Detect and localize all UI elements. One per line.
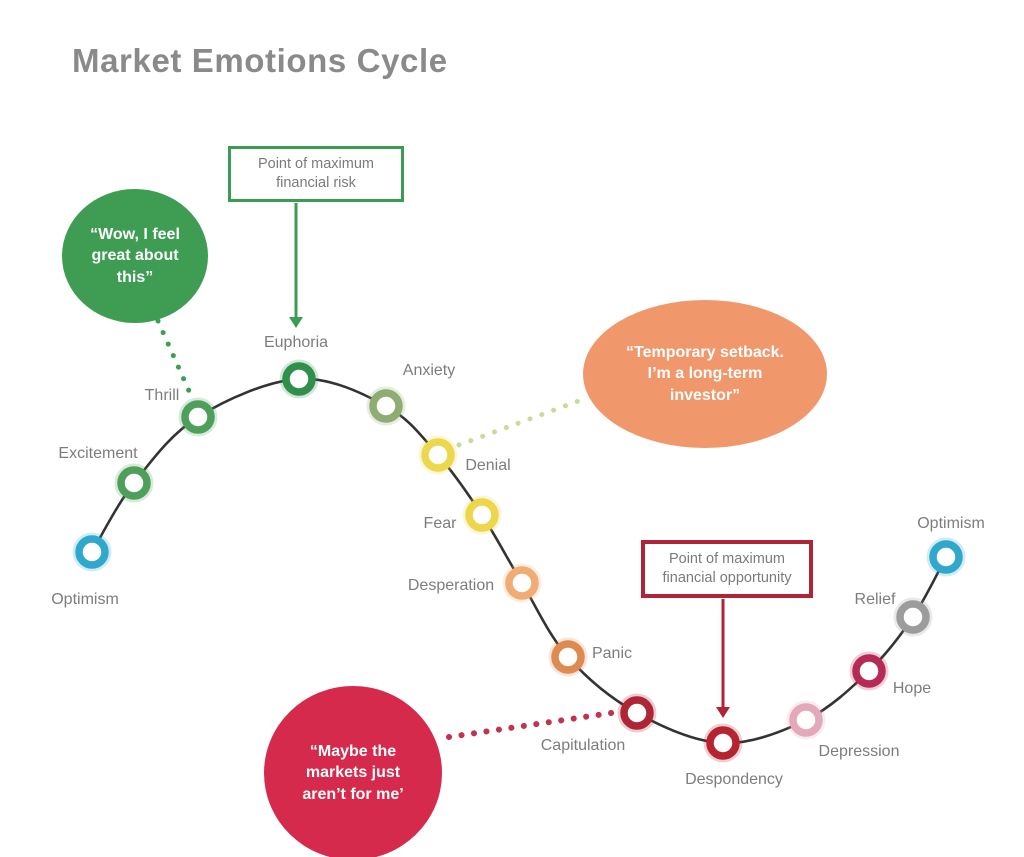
node-depression-marker (789, 703, 823, 737)
node-desperation-marker (505, 566, 539, 600)
bubble-text-line: “Wow, I feel (90, 225, 180, 243)
node-label-hope: Hope (893, 680, 931, 697)
bubble-text-line: great about (91, 247, 179, 265)
callout-text-line: Point of maximum (257, 155, 375, 172)
bubble-text-line: markets just (305, 764, 401, 782)
node-relief-marker (896, 600, 930, 634)
speech-bubble-markets-not-for-me: “Maybe the markets just aren’t for me’ (264, 686, 442, 857)
node-label-optimism: Optimism (51, 591, 119, 608)
callout-text-line: financial risk (276, 175, 356, 191)
node-hope-marker (852, 654, 886, 688)
node-label-relief: Relief (855, 591, 896, 608)
node-label-fear: Fear (424, 515, 458, 532)
node-label-panic: Panic (592, 645, 632, 662)
callout-text-line: Point of maximum (668, 550, 786, 567)
dotted-link-denial-node-to-temporary-setback-bubble (456, 396, 587, 448)
callout-max-financial-opportunity: Point of maximum financial opportunity (641, 540, 813, 598)
bubble-text-line: “Maybe the (309, 742, 397, 760)
page-title: Market Emotions Cycle (72, 42, 448, 79)
bubble-text-line: this” (116, 268, 154, 286)
node-denial-marker (421, 438, 455, 472)
node-label-euphoria: Euphoria (264, 334, 328, 351)
max-risk-arrowhead-icon (289, 317, 303, 328)
bubble-text-line: I’m a long-term (647, 365, 763, 383)
node-label-excitement: Excitement (58, 445, 138, 462)
max-opportunity-arrowhead-icon (716, 707, 730, 718)
node-optimism-marker (75, 535, 109, 569)
speech-bubble-wow-great: “Wow, I feel great about this” (62, 189, 208, 323)
bubble-text-line: investor” (669, 386, 741, 404)
bubble-text-line: aren’t for me’ (302, 785, 404, 803)
node-panic-marker (551, 640, 585, 674)
node-despondency-marker (706, 726, 740, 760)
node-excitement-marker (117, 466, 151, 500)
node-capitulation-marker (620, 696, 654, 730)
node-label-thrill: Thrill (145, 387, 180, 404)
node-optimism-marker (929, 540, 963, 574)
node-label-anxiety: Anxiety (403, 362, 455, 379)
node-fear-marker (465, 498, 499, 532)
node-euphoria-marker (282, 362, 316, 396)
callout-max-financial-risk: Point of maximum financial risk (228, 146, 404, 202)
node-thrill-marker (181, 400, 215, 434)
callout-text-line: financial opportunity (662, 570, 792, 586)
node-anxiety-marker (369, 389, 403, 423)
node-label-desperation: Desperation (408, 577, 494, 594)
node-label-depression: Depression (819, 743, 900, 760)
node-label-denial: Denial (465, 457, 510, 474)
node-label-capitulation: Capitulation (541, 737, 626, 754)
dotted-link-markets-not-for-me-bubble-to-capitulation-node (446, 709, 621, 740)
node-label-optimism: Optimism (917, 515, 985, 532)
emotion-cycle-curve (90, 377, 948, 745)
bubble-text-line: “Temporary setback. (626, 343, 784, 361)
node-label-despondency: Despondency (685, 771, 783, 788)
speech-bubble-temporary-setback: “Temporary setback. I’m a long-term inve… (583, 300, 827, 448)
dotted-link-wow-great-bubble-to-thrill-node (155, 318, 196, 403)
